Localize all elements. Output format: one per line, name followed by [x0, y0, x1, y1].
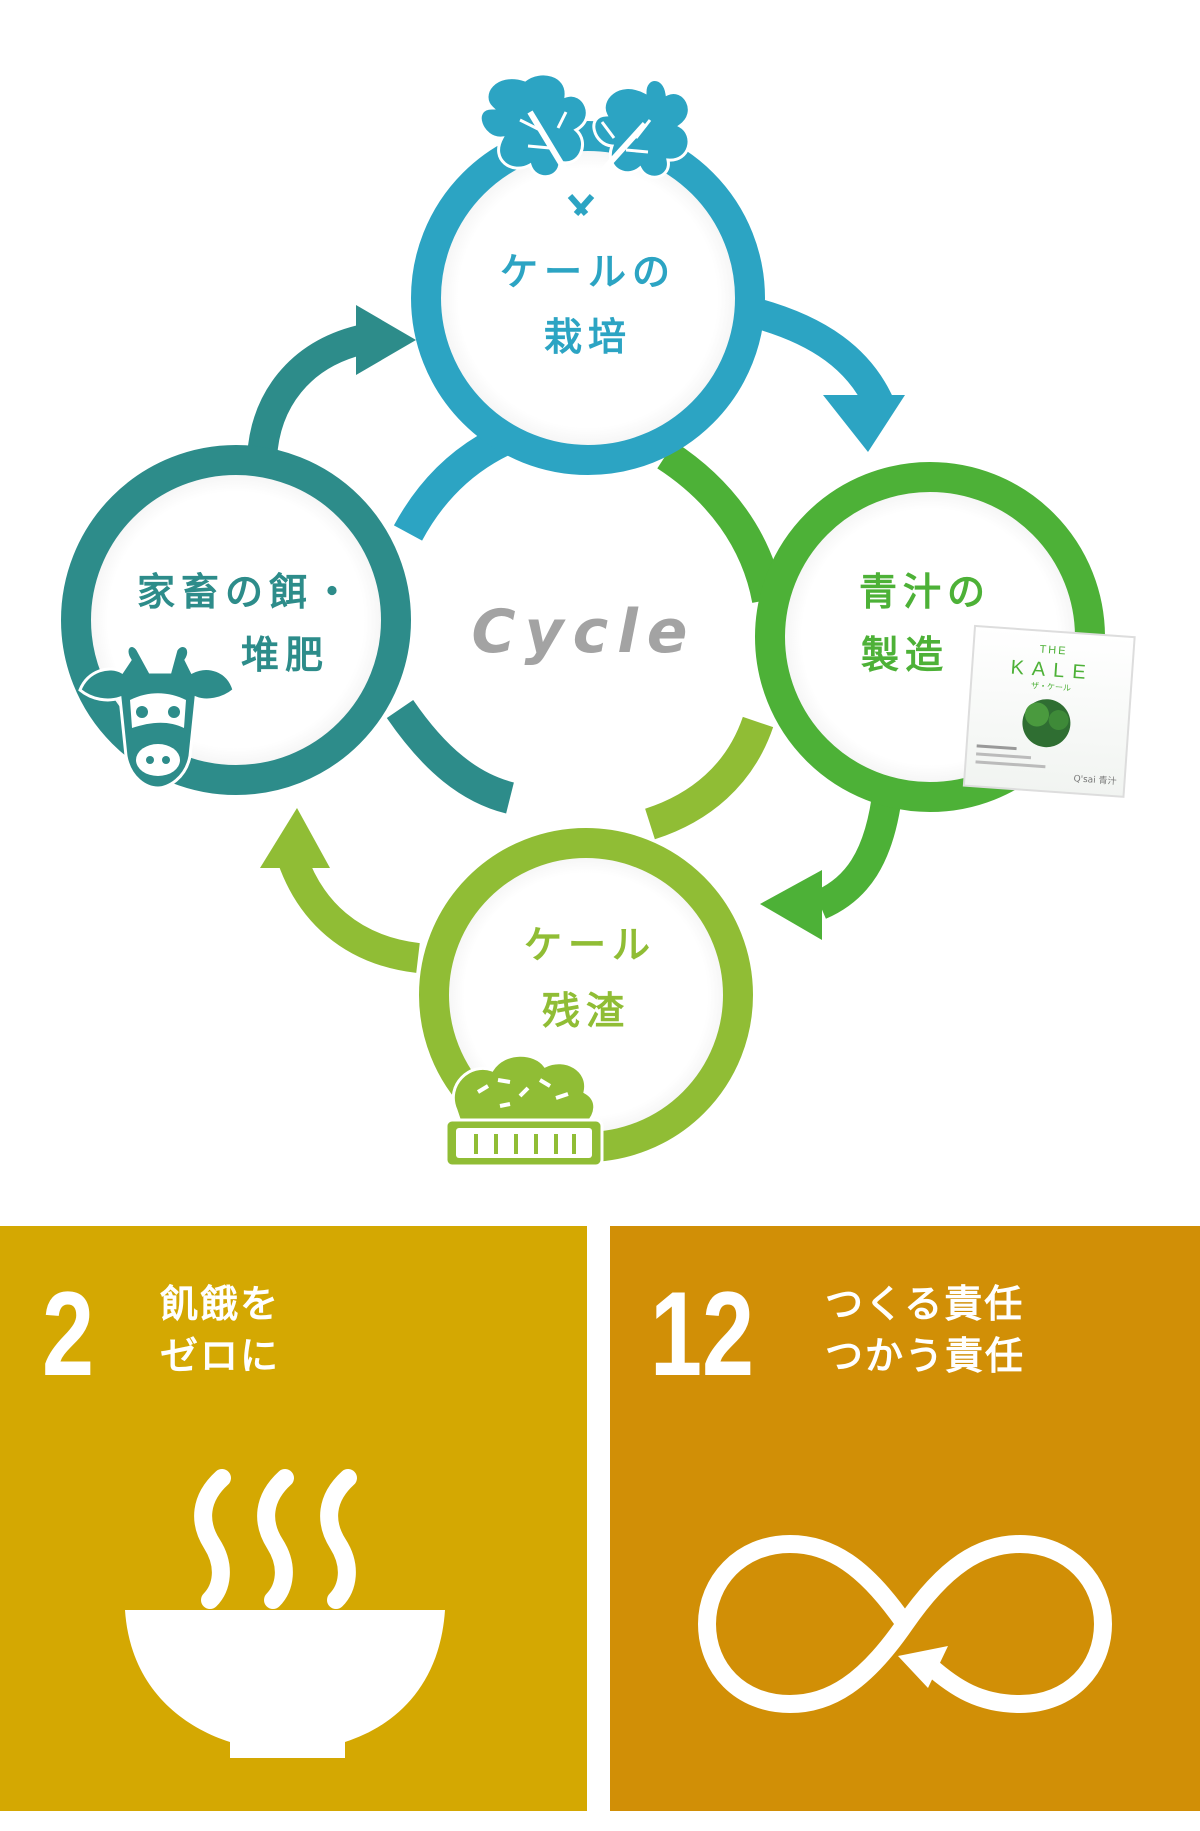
- sdg-goal-12-title-line1: つくる責任: [825, 1282, 1025, 1326]
- swoosh-teal: [386, 699, 515, 814]
- node-residue-line1: ケール: [524, 923, 656, 967]
- center-cycle-label: Cycle: [472, 597, 697, 667]
- product-package-icon: THE KALE ザ・ケール Q'sai 青汁: [962, 624, 1136, 798]
- node-cultivation-line2: 栽培: [544, 315, 632, 359]
- sdg-goal-12-title: つくる責任 つかう責任: [825, 1278, 1025, 1382]
- node-juice-line2: 製造: [861, 633, 949, 677]
- arrow-cultivation-to-juice: [748, 297, 905, 452]
- swoosh-green: [657, 441, 784, 604]
- cow-icon: [78, 644, 236, 790]
- kale-leaves-icon: [478, 72, 691, 216]
- node-feed-line2: 堆肥: [241, 633, 329, 677]
- sdg-goal-2-title-line2: ゼロに: [160, 1334, 281, 1378]
- residue-basket-icon: [444, 1053, 604, 1168]
- sdg-goal-2-title-line1: 飢餓を: [160, 1282, 281, 1326]
- product-brand-small: THE: [1039, 644, 1068, 658]
- node-residue-line2: 残渣: [542, 989, 630, 1033]
- sdg-goal-2-number: 2: [42, 1267, 95, 1401]
- infinity-icon: [697, 1534, 1113, 1714]
- arrow-residue-to-feed: [260, 808, 421, 973]
- sdg-goal-2-title: 飢餓を ゼロに: [160, 1278, 280, 1382]
- node-juice-line1: 青汁の: [859, 570, 991, 614]
- arrow-feed-to-cultivation: [247, 305, 416, 460]
- arrow-juice-to-residue: [760, 786, 903, 940]
- sdg-goal-12-title-line2: つかう責任: [825, 1334, 1026, 1378]
- sdg-goal-2-panel: 2 飢餓を ゼロに: [0, 1226, 587, 1811]
- sdg-goal-12-panel: 12 つくる責任 つかう責任: [610, 1226, 1200, 1811]
- bowl-icon: [125, 1469, 445, 1758]
- swoosh-lime: [644, 716, 774, 840]
- node-feed-line1: 家畜の餌・: [137, 570, 357, 614]
- node-cultivation: ケールの 栽培: [411, 121, 765, 475]
- node-cultivation-line1: ケールの: [500, 250, 676, 294]
- cycle-diagram: ケールの 栽培 青汁の 製造 ケール 残渣 家畜の餌・ 堆肥 Cycle THE…: [61, 72, 1136, 1168]
- sdg-goal-12-number: 12: [650, 1267, 755, 1401]
- product-maker: Q'sai 青汁: [1073, 772, 1117, 787]
- product-brand-kana: ザ・ケール: [1031, 681, 1072, 693]
